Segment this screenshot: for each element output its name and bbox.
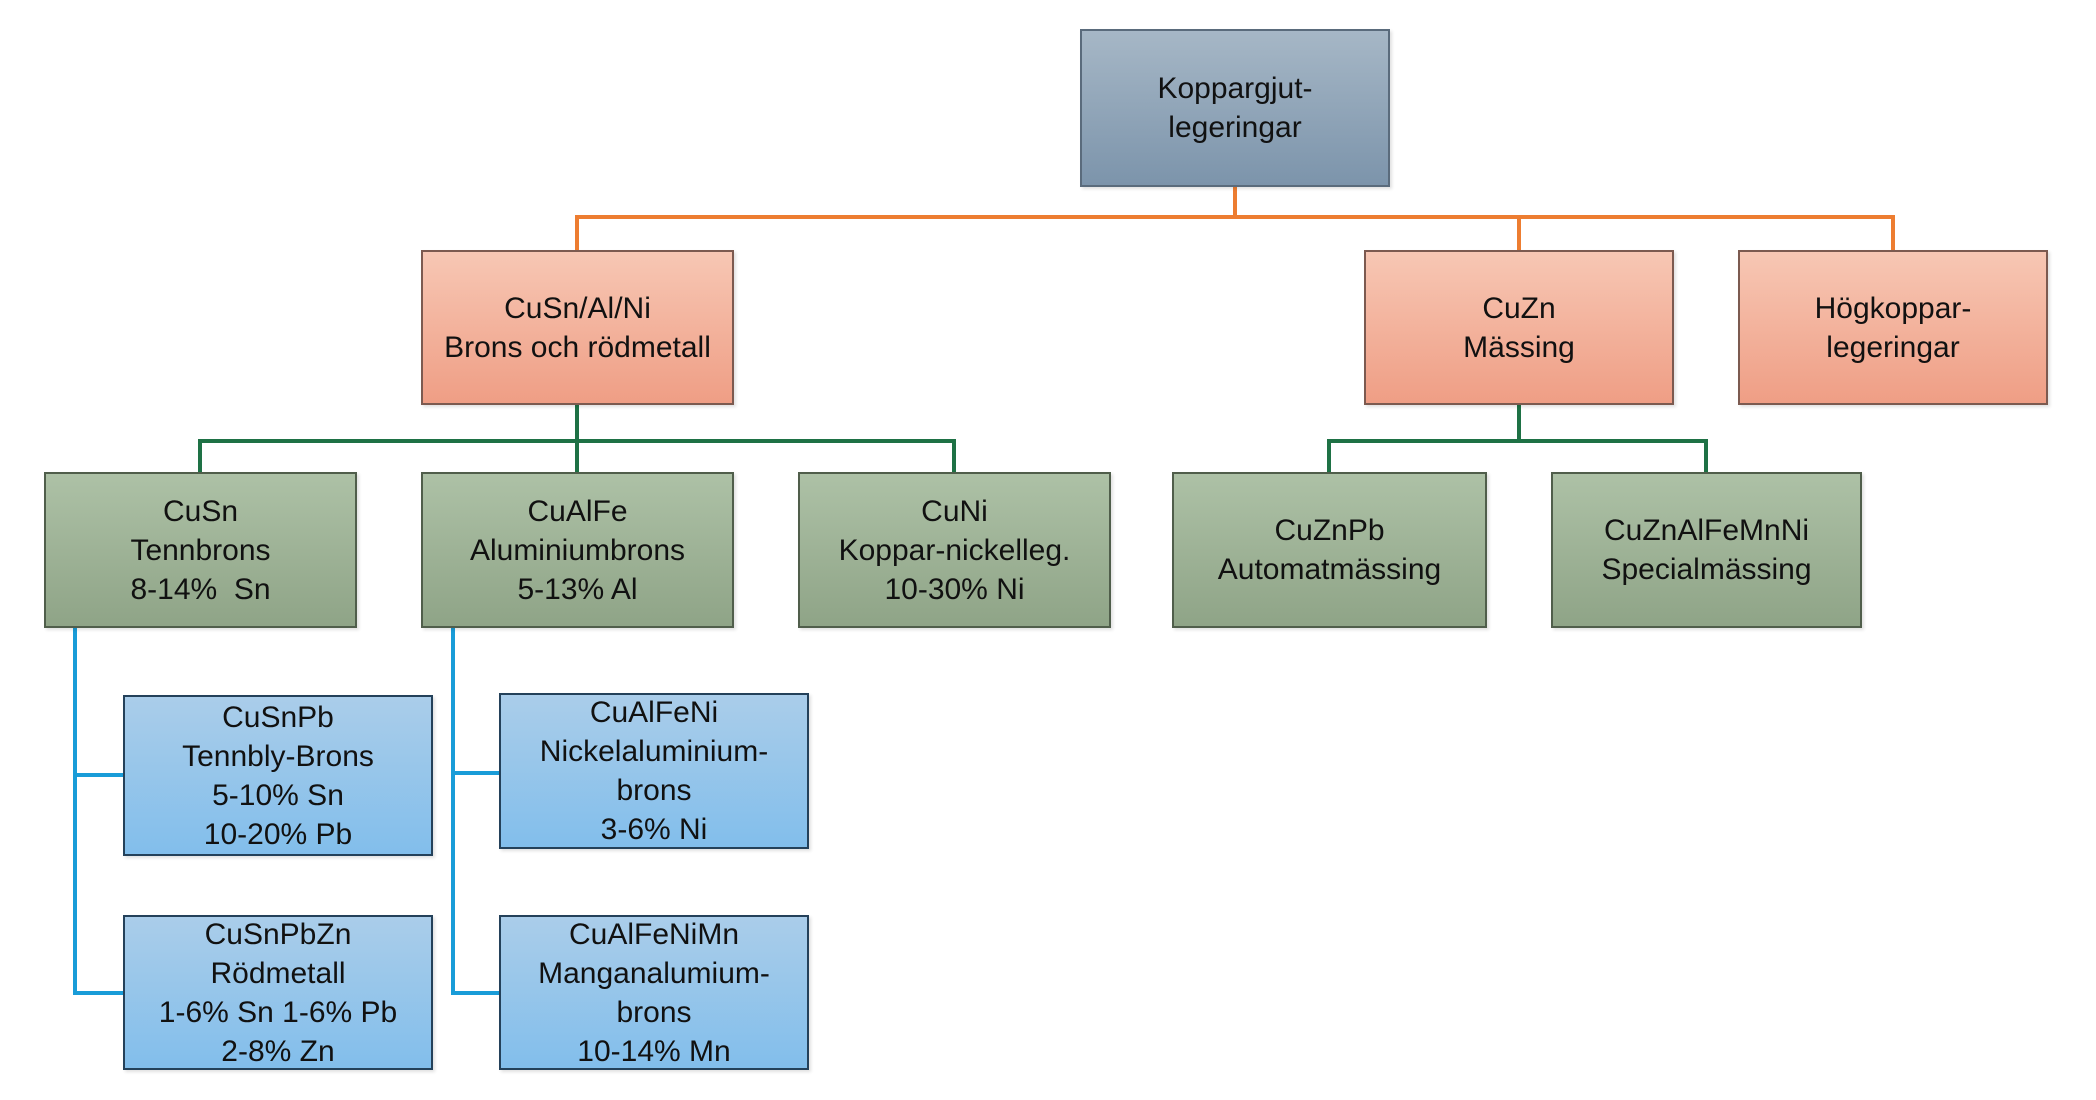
node-line: Tennbrons bbox=[130, 533, 271, 567]
connector-cuzn-stem bbox=[1517, 405, 1521, 443]
connector-cusn-stem bbox=[73, 628, 77, 995]
connector-bronze-cualfe bbox=[575, 439, 579, 472]
node-line: Brons och rödmetall bbox=[444, 330, 711, 364]
connector-root-stem bbox=[1233, 187, 1237, 219]
node-line: Aluminiumbrons bbox=[469, 533, 686, 567]
node-line: Koppar-nickelleg. bbox=[838, 533, 1071, 567]
node-line: CuZnPb bbox=[1274, 514, 1385, 547]
node-cusnpbzn-rodmetall: CuSnPbZn Rödmetall 1-6% Sn 1-6% Pb 2-8% … bbox=[123, 915, 433, 1070]
node-cualfeni-nickelaluminiumbrons: CuAlFeNi Nickelaluminium- brons 3-6% Ni bbox=[499, 693, 809, 849]
connector-cusn-cusnpbzn bbox=[73, 991, 123, 995]
node-line: brons bbox=[616, 995, 692, 1029]
node-line: Tennbly-Brons bbox=[182, 739, 374, 773]
connector-root-hogkoppar bbox=[1891, 215, 1895, 250]
node-line: Automatmässing bbox=[1217, 553, 1442, 586]
node-cualfenimn-manganalumiumbrons: CuAlFeNiMn Manganalumium- brons 10-14% M… bbox=[499, 915, 809, 1070]
node-line: CuZn bbox=[1482, 291, 1556, 325]
connector-bronze-stem bbox=[575, 405, 579, 443]
node-line: Nickelaluminium- bbox=[539, 735, 769, 768]
connector-cuzn-bus bbox=[1327, 439, 1708, 443]
node-line: Manganalumium- bbox=[538, 956, 770, 990]
node-line: 8-14% Sn bbox=[130, 572, 271, 606]
node-line: 3-6% Ni bbox=[600, 813, 708, 846]
connector-root-bus bbox=[577, 215, 1895, 219]
connector-cualfe-cualfenimn bbox=[451, 991, 499, 995]
node-line: 2-8% Zn bbox=[221, 1034, 335, 1068]
node-line: 10-30% Ni bbox=[884, 572, 1025, 606]
node-line: 5-13% Al bbox=[517, 572, 638, 606]
node-line: brons bbox=[616, 774, 692, 807]
node-line: CuSn/Al/Ni bbox=[504, 291, 651, 325]
connector-cualfe-stem bbox=[451, 628, 455, 995]
node-hogkopparlegeringar: Högkoppar- legeringar bbox=[1738, 250, 2048, 405]
connector-root-bronze bbox=[575, 215, 579, 250]
node-line: Rödmetall bbox=[210, 956, 346, 990]
node-cuznalfemnni-specialmassing: CuZnAlFeMnNi Specialmässing bbox=[1551, 472, 1862, 628]
node-line: CuAlFe bbox=[527, 494, 628, 528]
node-cusn-al-ni-brons: CuSn/Al/Ni Brons och rödmetall bbox=[421, 250, 734, 405]
connector-bronze-cuni bbox=[952, 439, 956, 472]
connector-cualfe-cualfeni bbox=[451, 771, 499, 775]
node-cusn-tennbrons: CuSn Tennbrons 8-14% Sn bbox=[44, 472, 357, 628]
node-line: CuSnPbZn bbox=[204, 917, 352, 951]
node-cuzn-massing: CuZn Mässing bbox=[1364, 250, 1674, 405]
connector-bronze-cusn bbox=[198, 439, 202, 472]
connector-cuzn-cuznalfemnni bbox=[1704, 439, 1708, 472]
node-cualfe-aluminiumbrons: CuAlFe Aluminiumbrons 5-13% Al bbox=[421, 472, 734, 628]
node-line: 5-10% Sn bbox=[212, 778, 344, 812]
connector-root-cuzn bbox=[1517, 215, 1521, 250]
node-line: Koppargjut- bbox=[1157, 72, 1313, 105]
connector-cusn-cusnpb bbox=[73, 773, 123, 777]
connector-cuzn-cuznpb bbox=[1327, 439, 1331, 472]
node-line: 10-14% Mn bbox=[577, 1034, 731, 1068]
node-line: CuSnPb bbox=[222, 700, 334, 734]
node-line: legeringar bbox=[1826, 330, 1960, 364]
node-line: Specialmässing bbox=[1601, 553, 1812, 586]
node-line: 10-20% Pb bbox=[203, 817, 353, 851]
node-line: Mässing bbox=[1463, 330, 1575, 364]
node-line: CuNi bbox=[921, 494, 988, 528]
node-line: CuAlFeNi bbox=[589, 696, 719, 729]
node-line: CuZnAlFeMnNi bbox=[1603, 514, 1810, 547]
node-cuni-koppar-nickel: CuNi Koppar-nickelleg. 10-30% Ni bbox=[798, 472, 1111, 628]
node-koppargjutlegeringar: Koppargjut- legeringar bbox=[1080, 29, 1390, 187]
node-cuznpb-automatmassing: CuZnPb Automatmässing bbox=[1172, 472, 1487, 628]
node-cusnpb-tennbly-brons: CuSnPb Tennbly-Brons 5-10% Sn 10-20% Pb bbox=[123, 695, 433, 856]
node-line: Högkoppar- bbox=[1814, 291, 1972, 325]
node-line: CuSn bbox=[162, 494, 239, 528]
node-line: legeringar bbox=[1168, 111, 1302, 144]
node-line: CuAlFeNiMn bbox=[568, 917, 740, 951]
node-line: 1-6% Sn 1-6% Pb bbox=[158, 995, 398, 1029]
